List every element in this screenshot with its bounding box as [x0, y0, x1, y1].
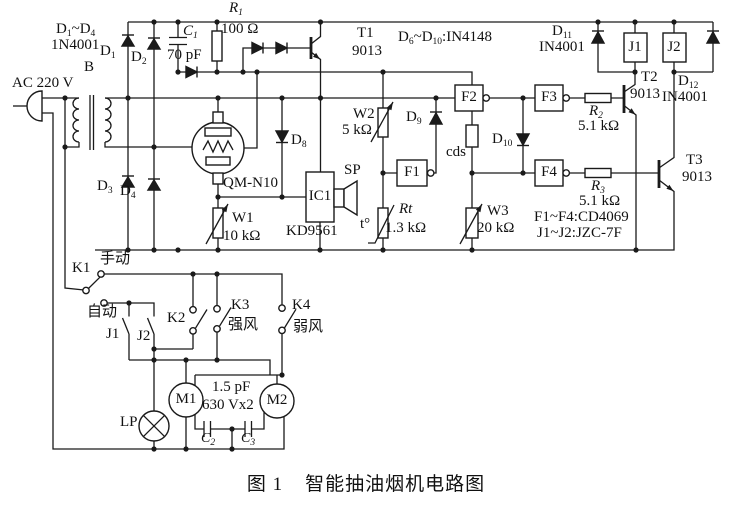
label-w2-value: 5 kΩ [342, 122, 372, 138]
label-k3: K3 [231, 297, 250, 313]
label-k2: K2 [167, 310, 186, 326]
label-manual: 手动 [100, 251, 131, 267]
label-r1: R1 [229, 0, 243, 18]
label-f3: F3 [541, 89, 557, 106]
label-d11: D11 [552, 23, 572, 41]
label-t2: T2 [641, 69, 658, 85]
label-relay-group: J1~J2:JZC-7F [537, 225, 622, 241]
label-r2-value: 5.1 kΩ [578, 118, 620, 134]
label-t1-part: 9013 [352, 43, 382, 59]
label-r2: R2 [589, 103, 603, 121]
label-d2: D2 [131, 49, 147, 67]
label-w3: W3 [487, 203, 509, 219]
label-k4: K4 [292, 297, 311, 313]
caption-figure-number: 图 1 [246, 474, 284, 495]
label-t2-part: 9013 [630, 86, 660, 102]
label-d12: D12 [678, 73, 699, 91]
label-k3-mode: 强风 [228, 317, 259, 333]
label-k1: K1 [72, 260, 91, 276]
label-d10: D10 [492, 131, 513, 149]
label-k4-mode: 弱风 [293, 319, 324, 335]
label-speaker: SP [344, 162, 361, 178]
label-bridge-part: 1N4001 [51, 37, 100, 53]
label-signal-diodes: D6~D10:IN4148 [398, 29, 493, 47]
label-d9: D9 [406, 109, 422, 127]
label-w3-value: 20 kΩ [477, 220, 515, 236]
label-f1: F1 [404, 164, 420, 181]
label-d1: D1 [100, 43, 116, 61]
label-ic1: IC1 [308, 188, 332, 205]
label-cds: cds [446, 144, 466, 160]
figure-caption: 图 1 智能抽油烟机电路图 [0, 469, 732, 496]
label-d4: D4 [120, 183, 136, 201]
label-rt-value: 1.3 kΩ [385, 220, 427, 236]
label-c2: C2 [201, 431, 216, 448]
label-auto: 自动 [87, 304, 118, 320]
label-bridge-range: D1~D4 [56, 21, 96, 39]
label-c1-value: 70 pF [167, 47, 202, 63]
label-lamp: LP [120, 414, 138, 430]
label-cap-value-1: 1.5 pF [212, 379, 251, 395]
label-w1-value: 10 kΩ [223, 228, 261, 244]
label-gate-group: F1~F4:CD4069 [534, 209, 629, 225]
label-relay-j1: J1 [628, 39, 642, 56]
label-m1: M1 [175, 391, 197, 408]
label-f4: F4 [541, 164, 557, 181]
label-r1-value: 100 Ω [221, 21, 259, 37]
label-d3: D3 [97, 178, 113, 196]
label-c3: C3 [241, 431, 256, 448]
label-rt: Rt [399, 201, 413, 217]
label-temp-mark: t° [360, 216, 371, 232]
label-w2: W2 [353, 106, 375, 122]
label-ac-supply: AC 220 V [12, 75, 74, 91]
label-f2: F2 [461, 89, 477, 106]
label-c1: C1 [183, 23, 198, 41]
label-r3: R3 [591, 178, 605, 196]
label-j1-contact: J1 [106, 326, 120, 342]
label-j2-contact: J2 [137, 328, 151, 344]
label-t3: T3 [686, 152, 703, 168]
label-m2: M2 [266, 392, 288, 409]
label-ic1-part: KD9561 [286, 223, 338, 239]
label-cap-value-2: 630 Vx2 [202, 397, 254, 413]
label-t1: T1 [357, 25, 374, 41]
label-d12-part: IN4001 [662, 89, 708, 105]
label-d11-part: IN4001 [539, 39, 585, 55]
label-r3-value: 5.1 kΩ [579, 193, 621, 209]
label-t3-part: 9013 [682, 169, 712, 185]
label-d8: D8 [291, 132, 307, 150]
caption-title: 智能抽油烟机电路图 [305, 474, 486, 495]
label-w1: W1 [232, 210, 254, 226]
label-sensor: QM-N10 [223, 175, 278, 191]
label-transformer: B [84, 59, 95, 75]
label-relay-j2: J2 [667, 39, 681, 56]
